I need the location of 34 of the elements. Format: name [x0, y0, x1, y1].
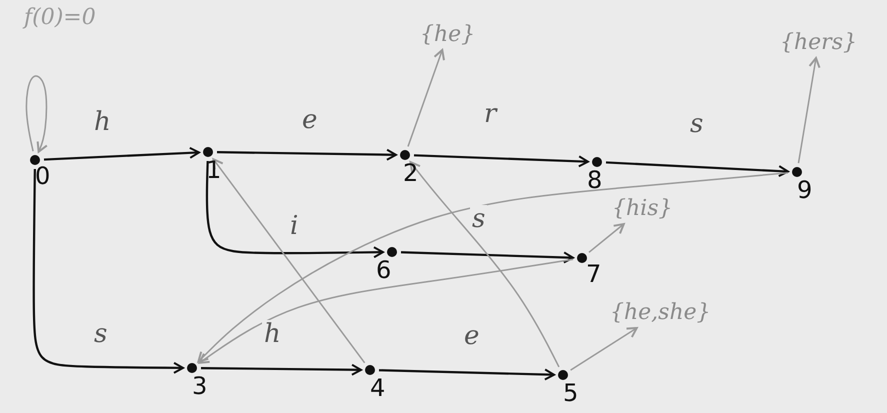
state-number: 4: [370, 376, 386, 400]
arrow: [198, 258, 574, 364]
arrow: [206, 160, 384, 258]
arrow: [200, 364, 362, 376]
state-number: 2: [403, 161, 418, 185]
output-set: {he,she}: [610, 300, 711, 326]
arrow: [606, 161, 789, 178]
state-number: 9: [797, 178, 812, 202]
state-number: 8: [587, 168, 602, 192]
state-number: 7: [586, 262, 602, 286]
arrow: [216, 148, 397, 161]
state-number: 3: [192, 374, 208, 398]
arrow: [44, 146, 200, 161]
output-set: {he}: [420, 22, 476, 48]
output-set: {his}: [612, 196, 672, 222]
arrow: [588, 223, 625, 253]
arrow: [212, 158, 366, 364]
arrow: [378, 368, 555, 381]
arrow: [798, 57, 820, 164]
arrow: [414, 154, 589, 168]
edge-label: s: [470, 205, 488, 233]
arrow: [410, 161, 560, 368]
arrow: [197, 172, 788, 363]
output-set: {hers}: [780, 30, 857, 56]
arrow: [400, 251, 574, 264]
state-number: 6: [376, 258, 392, 282]
arrow: [32, 168, 184, 374]
state-number: 1: [206, 158, 222, 182]
self-loop-arrow: [26, 75, 48, 153]
arrow: [570, 327, 638, 371]
edge-label: f(0)=0: [22, 4, 98, 32]
state-number: 0: [35, 164, 50, 188]
state-number: 5: [563, 381, 578, 405]
arrow: [407, 49, 445, 147]
